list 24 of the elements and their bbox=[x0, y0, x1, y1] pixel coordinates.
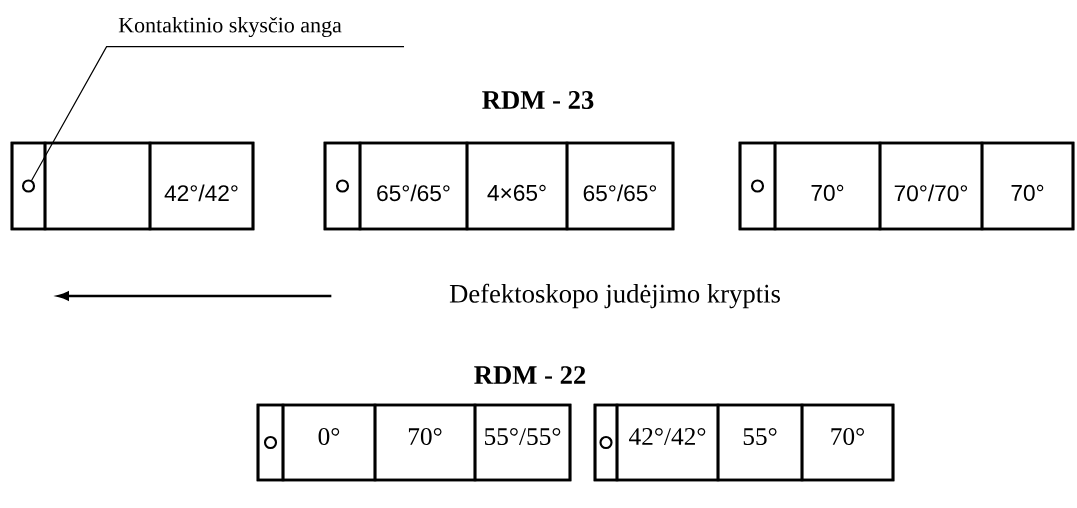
angle-cell: 55°/55° bbox=[473, 403, 572, 482]
angle-cell: 42°/42° bbox=[148, 141, 255, 231]
angle-cell: 65°/65° bbox=[565, 141, 675, 231]
hole-cell bbox=[593, 403, 619, 482]
hole-cell bbox=[256, 403, 285, 482]
callout-text: Kontaktinio skysčio anga bbox=[118, 17, 342, 38]
angle-cell: 65°/65° bbox=[358, 141, 469, 231]
angle-cell: 55° bbox=[716, 403, 804, 482]
group-title: RDM - 22 bbox=[474, 366, 586, 384]
hole-cell bbox=[10, 141, 47, 231]
angle-cell: 0° bbox=[281, 403, 377, 482]
angle-cell: 4×65° bbox=[465, 141, 569, 231]
angle-cell: 70° bbox=[773, 141, 882, 231]
group-title: RDM - 23 bbox=[482, 91, 594, 109]
empty-cell bbox=[43, 141, 152, 231]
angle-cell: 70° bbox=[800, 403, 895, 482]
direction-text: Defektoskopo judėjimo kryptis bbox=[449, 283, 780, 309]
hole-cell bbox=[738, 141, 777, 231]
angle-cell: 42°/42° bbox=[615, 403, 720, 482]
angle-cell: 70° bbox=[980, 141, 1075, 231]
angle-cell: 70°/70° bbox=[878, 141, 984, 231]
leader-line bbox=[31, 46, 405, 181]
angle-cell: 70° bbox=[373, 403, 477, 482]
hole-cell bbox=[323, 141, 362, 231]
